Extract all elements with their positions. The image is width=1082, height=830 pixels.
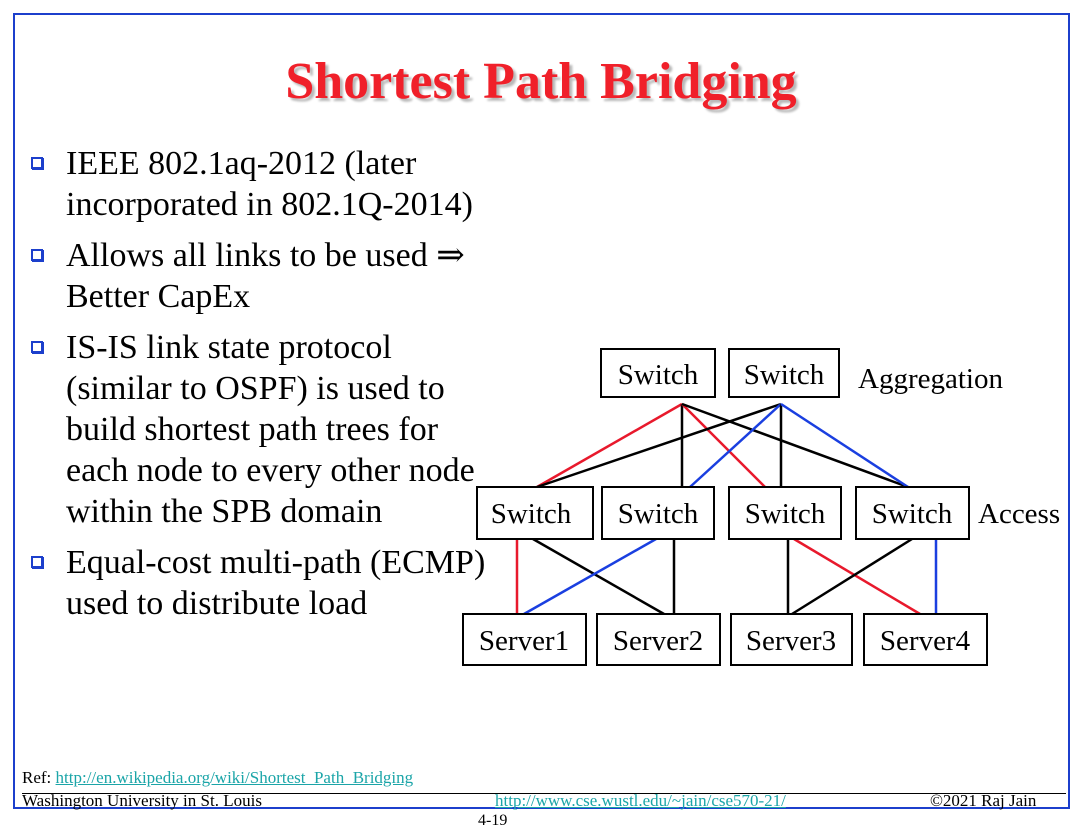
access-switch: Switch [601, 486, 715, 540]
aggregation-tier-label: Aggregation [858, 363, 1003, 395]
link-black [536, 402, 782, 489]
bullet-item: IS-IS link state protocol (similar to OS… [28, 327, 488, 532]
server-node: Server2 [596, 613, 721, 666]
server-label: Server4 [880, 625, 971, 657]
bullet-text: Equal-cost multi-path (ECMP) used to dis… [66, 544, 486, 622]
footer-copyright: ©2021 Raj Jain [930, 791, 1037, 810]
server-label: Server1 [479, 625, 569, 657]
reference-prefix: Ref: [22, 768, 56, 787]
bullet-item: Allows all links to be used ⇒ Better Cap… [28, 235, 488, 317]
switch-label: Switch [745, 498, 826, 530]
link-red [681, 403, 766, 488]
link-black [681, 402, 909, 489]
switch-label: Switch [744, 359, 825, 391]
bullet-text: Allows all links to be used ⇒ Better Cap… [66, 237, 465, 315]
square-bullet-icon [31, 157, 43, 169]
aggregation-switch: Switch [600, 348, 716, 398]
slide-frame [13, 13, 1070, 809]
square-bullet-icon [31, 341, 43, 353]
bullet-item: IEEE 802.1aq-2012 (later incorporated in… [28, 143, 488, 225]
access-tier-label: Access [978, 498, 1060, 530]
switch-label: Switch [872, 498, 953, 530]
switch-label: Switch [618, 498, 699, 530]
bullet-list: IEEE 802.1aq-2012 (later incorporated in… [28, 143, 488, 634]
square-bullet-icon [31, 556, 43, 568]
link-red [536, 402, 683, 489]
server-label: Server2 [613, 625, 703, 657]
square-bullet-icon [31, 249, 43, 261]
link-blue [689, 403, 782, 488]
link-black [532, 537, 665, 616]
server-node: Server1 [462, 613, 587, 666]
reference-line: Ref: http://en.wikipedia.org/wiki/Shorte… [22, 768, 413, 788]
bullet-item: Equal-cost multi-path (ECMP) used to dis… [28, 542, 488, 624]
page-number: 4-19 [478, 812, 508, 829]
server-node: Server4 [863, 613, 988, 666]
link-black [791, 537, 913, 616]
aggregation-access-links [536, 402, 909, 489]
bullet-text: IS-IS link state protocol (similar to OS… [66, 329, 475, 530]
server-node: Server3 [730, 613, 853, 666]
access-server-links [515, 537, 938, 616]
server-label: Server3 [746, 625, 836, 657]
link-blue [780, 402, 909, 489]
reference-link[interactable]: http://en.wikipedia.org/wiki/Shortest_Pa… [55, 768, 414, 787]
footer-course-link[interactable]: http://www.cse.wustl.edu/~jain/cse570-21… [495, 791, 786, 810]
link-blue [523, 537, 657, 616]
footer-divider [22, 793, 1066, 794]
access-switch: Switch [855, 486, 970, 540]
switch-label: Switch [491, 498, 572, 530]
footer-institution: Washington University in St. Louis [22, 791, 262, 810]
bullet-text: IEEE 802.1aq-2012 (later incorporated in… [66, 145, 473, 223]
aggregation-switch: Switch [728, 348, 840, 398]
switch-label: Switch [618, 359, 699, 391]
access-switch: Switch [728, 486, 842, 540]
access-switch: Switch [476, 486, 594, 540]
footer-course-link-wrap: http://www.cse.wustl.edu/~jain/cse570-21… [495, 791, 786, 811]
slide-title: Shortest Path Bridging [285, 53, 797, 110]
link-red [793, 537, 921, 616]
